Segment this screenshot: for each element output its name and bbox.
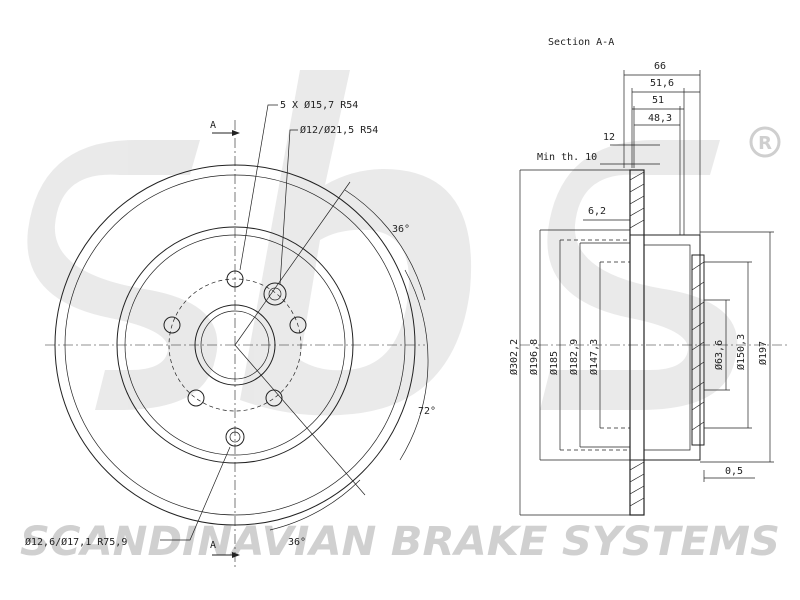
dim-thickness: 12 [603, 132, 615, 143]
sbs-watermark: R SCANDINAVIAN BRAKE SYSTEMS [20, 70, 781, 565]
dim-diameter-185: Ø185 [548, 351, 560, 375]
dim-hat-depth-3: 48,3 [648, 113, 672, 124]
dim-diameter-196-8: Ø196,8 [528, 339, 540, 375]
dim-diameter-147-3: Ø147,3 [588, 339, 600, 375]
sbs-logo-watermark [27, 70, 738, 416]
dim-diameter-197: Ø197 [757, 341, 769, 365]
section-title: Section A-A [548, 37, 614, 48]
bolt-hole [163, 316, 181, 334]
registered-mark-icon: R [749, 126, 781, 158]
dim-bore-diameter: Ø63,6 [713, 340, 725, 370]
section-marker-bottom: A [210, 540, 240, 558]
section-view: Section A-A 66 51,6 51 48,3 12 Min th. 1… [508, 37, 790, 516]
dim-runout: 0,5 [725, 466, 743, 477]
small-hole-callout: Ø12,6/Ø17,1 R75,9 [25, 536, 127, 548]
watermark-tagline: SCANDINAVIAN BRAKE SYSTEMS [20, 519, 780, 565]
registered-mark: R [758, 133, 772, 154]
top-dimensions: 66 51,6 51 48,3 [623, 61, 701, 235]
front-view: A A 5 X Ø15,7 R54 Ø12/Ø21,5 R54 Ø12,6/Ø1… [25, 99, 436, 570]
angle-top: 36° [392, 224, 410, 235]
bolt-holes-callout: 5 X Ø15,7 R54 [280, 99, 358, 111]
bolt-hole [187, 389, 205, 407]
dim-hat-depth-2: 51 [652, 95, 664, 106]
dim-min-thickness: Min th. 10 [537, 152, 597, 163]
bolt-hole [289, 316, 307, 334]
dim-diameter-182-9: Ø182,9 [568, 339, 580, 375]
right-diameter-dims: Ø63,6 Ø150,3 Ø197 [700, 231, 774, 463]
disc-cross-section [520, 169, 790, 516]
angle-right: 72° [418, 406, 436, 417]
dim-hat-wall: 6,2 [588, 206, 606, 217]
dim-diameter-150-3: Ø150,3 [735, 334, 747, 370]
svg-text:A: A [210, 120, 216, 131]
bolt-holes [163, 270, 307, 407]
left-diameter-dims: Ø302,2 Ø196,8 Ø185 Ø182,9 Ø147,3 [508, 169, 630, 516]
svg-text:A: A [210, 540, 216, 551]
section-marker-top: A [210, 120, 240, 136]
angle-bottom: 36° [288, 537, 306, 548]
small-hole [225, 427, 245, 447]
dim-hat-depth-1: 51,6 [650, 78, 674, 89]
bolt-hole [226, 270, 244, 288]
pilot-hole-callout: Ø12/Ø21,5 R54 [300, 124, 378, 136]
dim-outer-diameter: Ø302,2 [508, 339, 520, 375]
dim-overall-depth: 66 [654, 61, 666, 72]
